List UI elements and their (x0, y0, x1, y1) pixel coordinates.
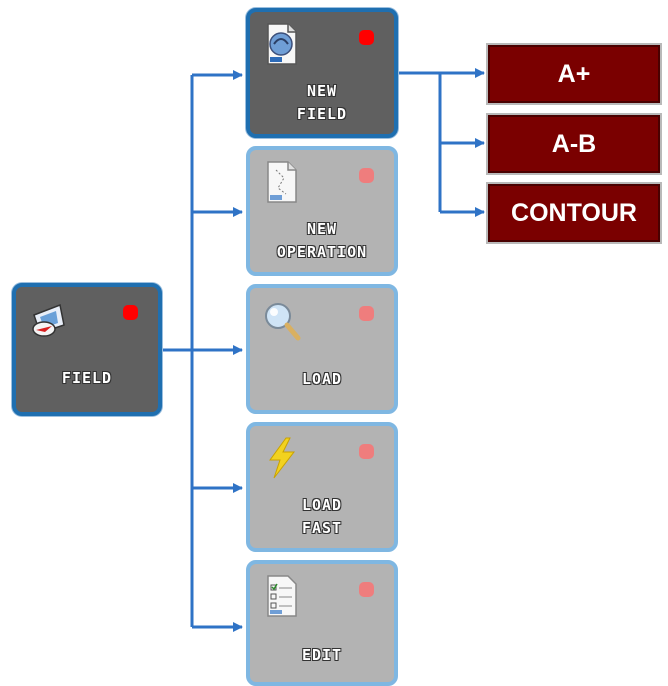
new-field-status-indicator (359, 30, 374, 45)
field-label: FIELD (61, 369, 113, 387)
new-operation-status-indicator (359, 168, 374, 183)
load-fast-tile[interactable]: LOAD FAST (246, 422, 398, 552)
new-field-label: NEW FIELD (296, 82, 348, 123)
load-fast-status-indicator (359, 444, 374, 459)
edit-tile[interactable]: EDIT (246, 560, 398, 686)
lightning-icon (262, 436, 302, 480)
edit-label: EDIT (301, 646, 343, 664)
load-label: LOAD (301, 370, 343, 388)
field-status-indicator (123, 305, 138, 320)
load-tile[interactable]: LOAD (246, 284, 398, 414)
load-fast-label: LOAD FAST (301, 496, 343, 537)
compass-map-icon (28, 297, 68, 341)
checklist-document-icon (262, 574, 302, 618)
new-operation-label: NEW OPERATION (276, 220, 368, 261)
edit-status-indicator (359, 582, 374, 597)
magnifier-icon (262, 298, 302, 342)
a-b-button[interactable]: A-B (486, 113, 662, 175)
new-operation-tile[interactable]: NEW OPERATION (246, 146, 398, 276)
a-plus-button[interactable]: A+ (486, 43, 662, 105)
contour-button[interactable]: CONTOUR (486, 182, 662, 244)
field-tile[interactable]: FIELD (12, 283, 162, 416)
load-status-indicator (359, 306, 374, 321)
new-operation-document-icon (262, 160, 302, 204)
new-field-tile[interactable]: NEW FIELD (246, 8, 398, 138)
new-field-document-icon (262, 22, 302, 66)
